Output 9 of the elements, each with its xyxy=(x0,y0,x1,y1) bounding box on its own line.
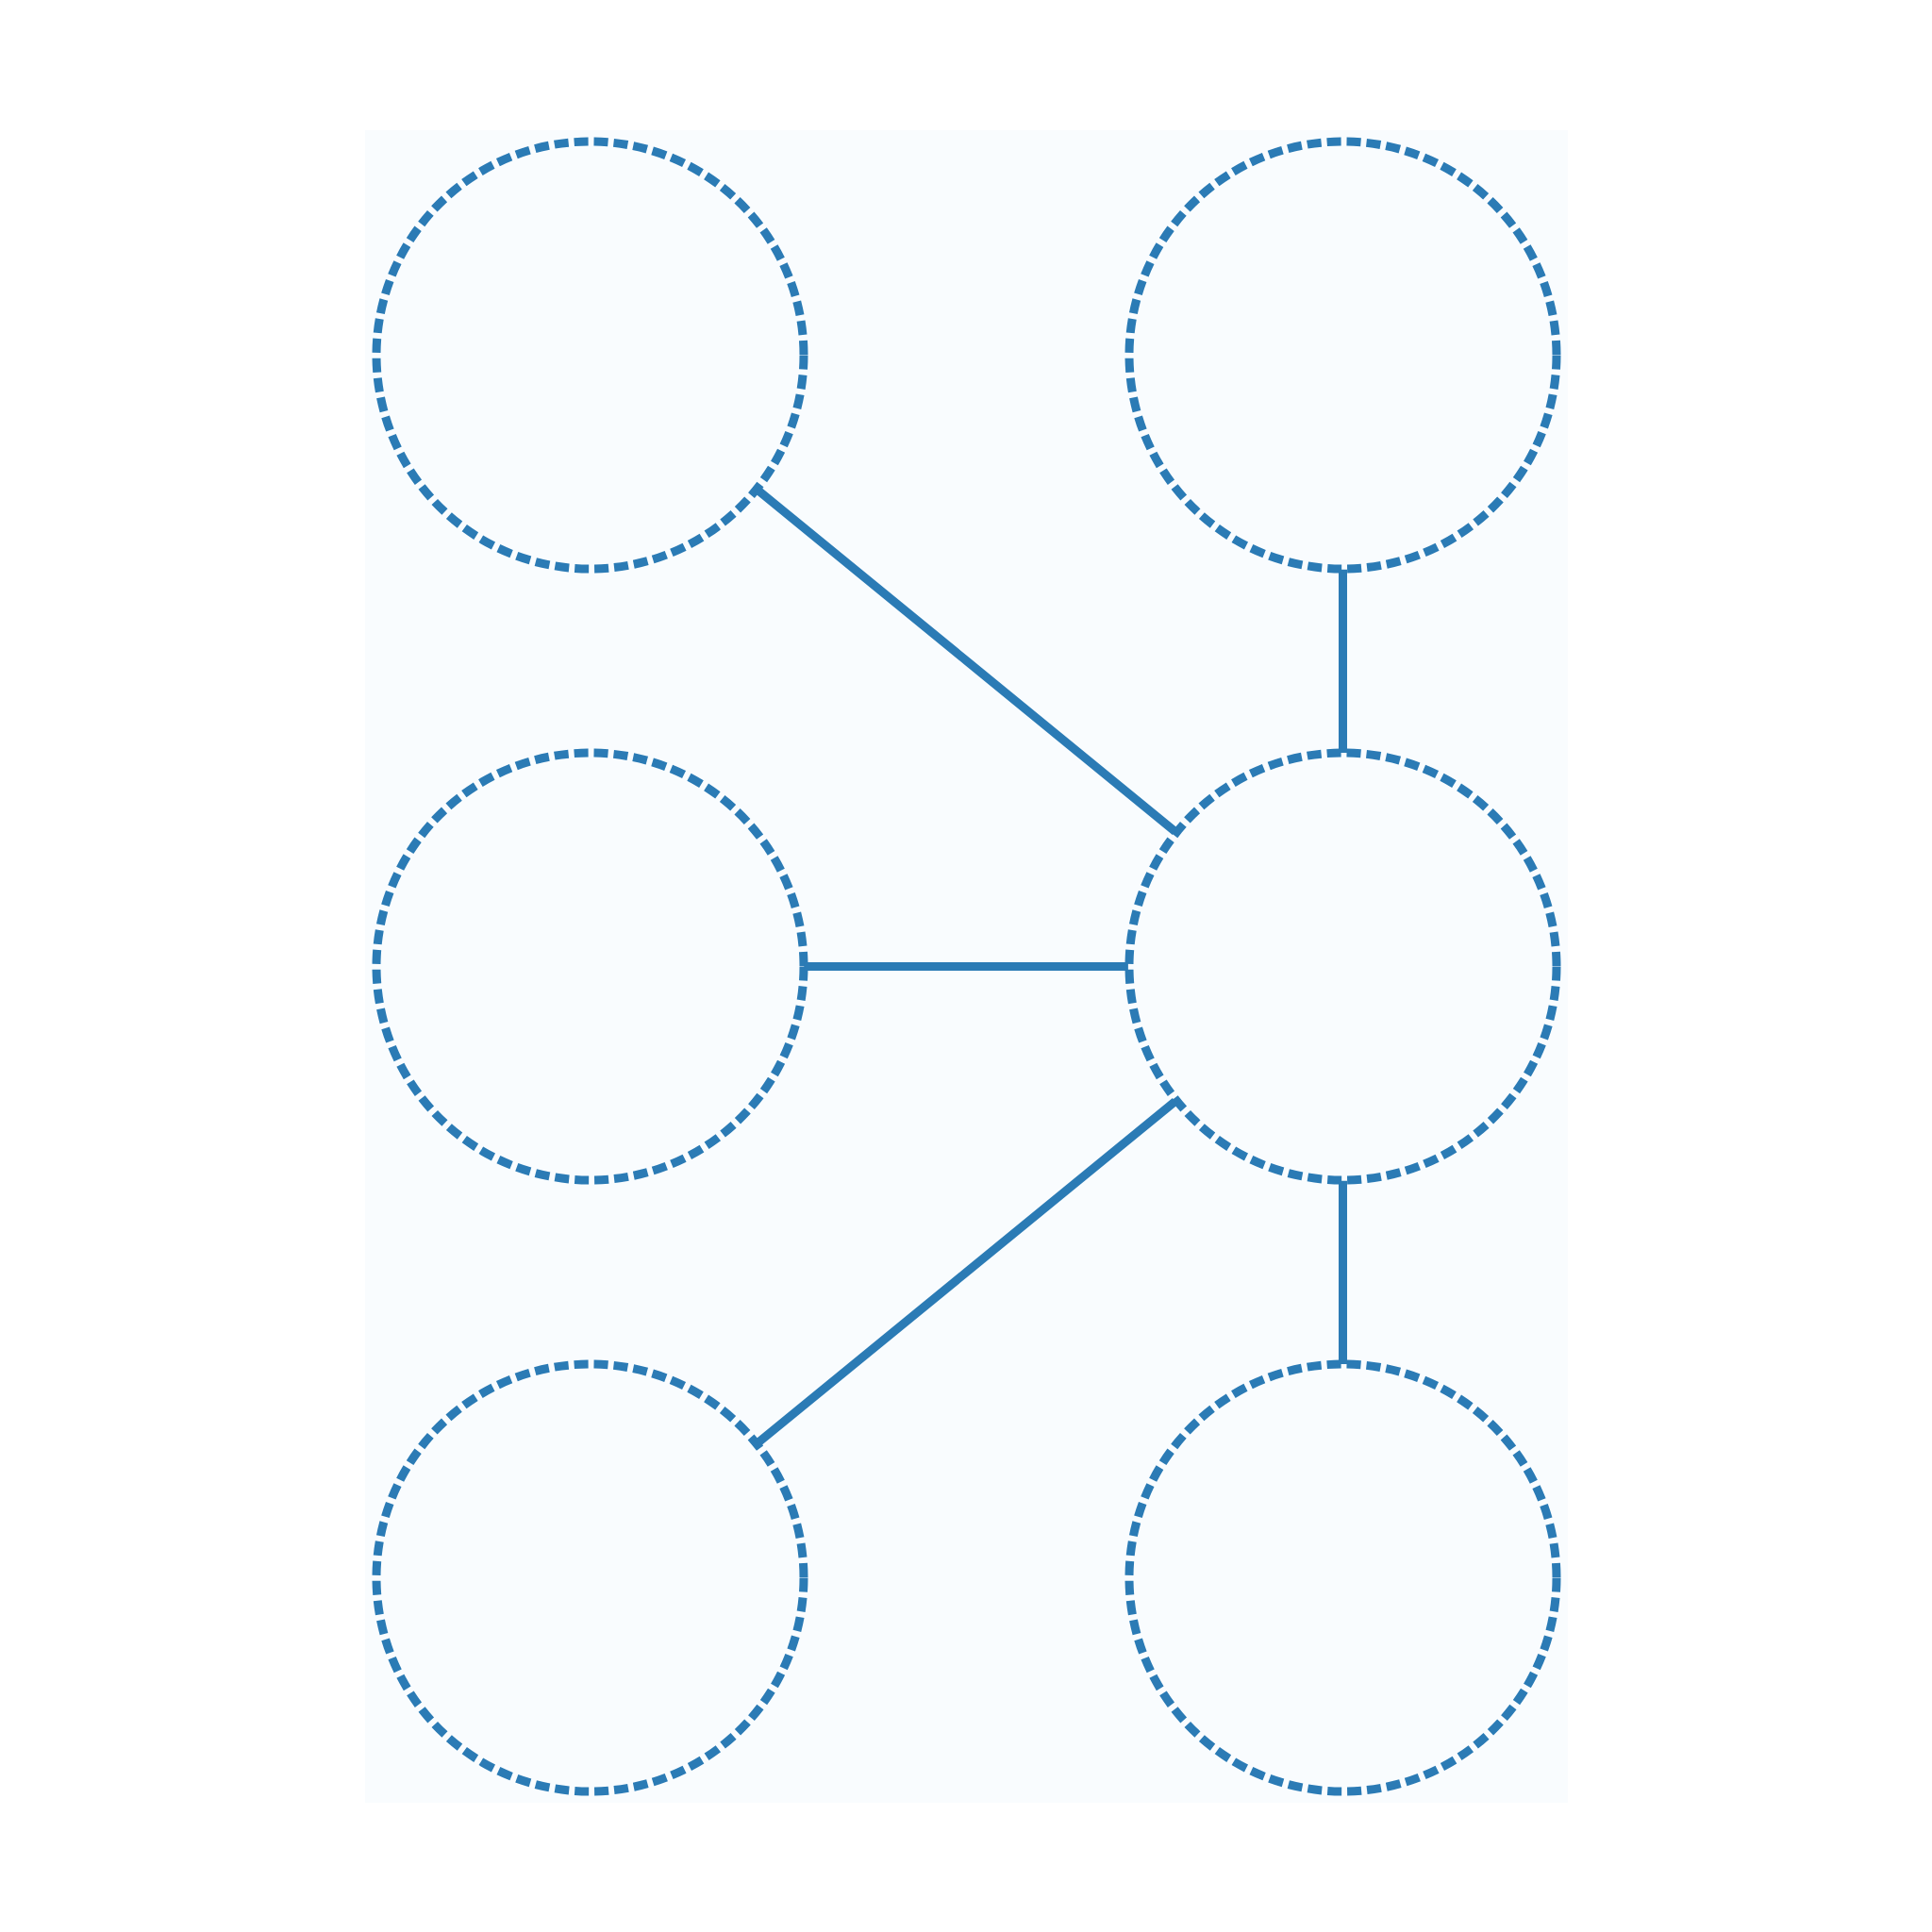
connector xyxy=(1338,569,1347,753)
node-circle xyxy=(372,748,808,1184)
node-circle xyxy=(372,137,808,573)
node-circle xyxy=(372,1359,808,1795)
connector xyxy=(1338,1180,1347,1364)
node-circle xyxy=(1124,137,1560,573)
connector xyxy=(803,961,1128,971)
node-circle xyxy=(1124,748,1560,1184)
node-circle xyxy=(1124,1359,1560,1795)
